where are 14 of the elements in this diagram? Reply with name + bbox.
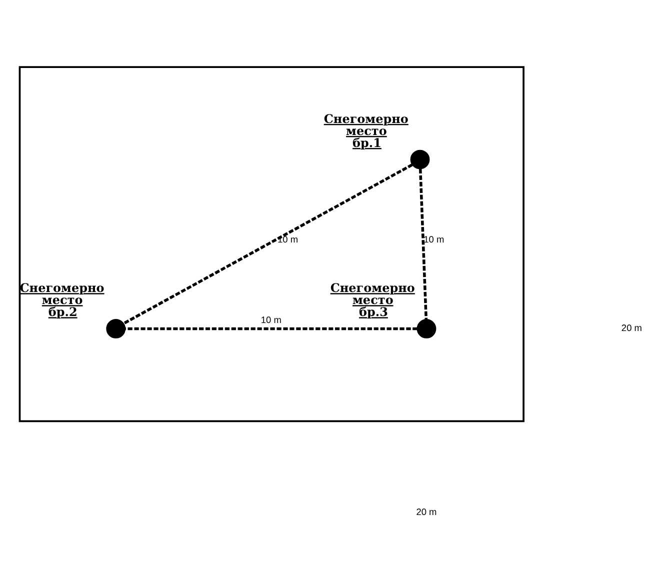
label: 20 m (416, 506, 437, 516)
label: 20 m (621, 322, 642, 333)
node-circle (416, 318, 436, 338)
connector (122, 163, 413, 324)
edge-label: 10 m (424, 234, 444, 244)
cluster (18, 66, 524, 422)
connector (125, 326, 418, 330)
node-label: Снегомерно место бр.2 (20, 280, 104, 319)
node-label: Снегомерно место бр.3 (330, 280, 415, 319)
connector (418, 168, 428, 319)
node-label: Снегомерно место бр.1 (324, 111, 408, 150)
node-circle (106, 318, 126, 338)
node-circle (410, 149, 430, 169)
edge-label: 10 m (260, 314, 282, 325)
